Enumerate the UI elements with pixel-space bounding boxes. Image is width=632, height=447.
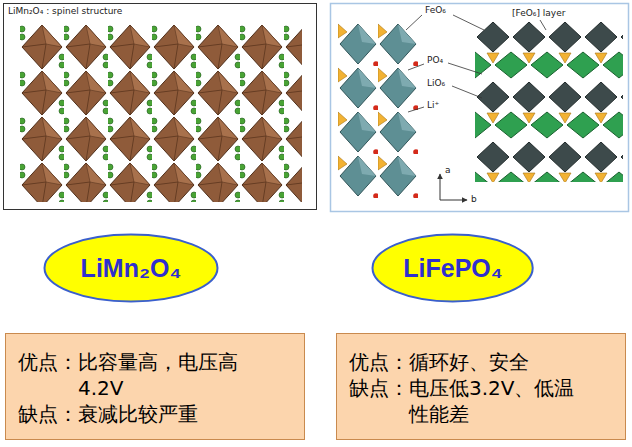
formula-text: LiFePO₄ xyxy=(403,254,502,283)
text-group: LiMn₂O₄ xyxy=(81,254,182,283)
olivine-layer-structure xyxy=(475,22,623,182)
image-frame xyxy=(331,4,629,212)
leader-line xyxy=(408,107,424,112)
formula-ellipse: LiMn₂O₄ xyxy=(43,233,219,303)
structure-label: Li⁺ xyxy=(427,101,439,111)
structure-label: PO₄ xyxy=(427,56,443,66)
ellipse-shape xyxy=(373,235,533,302)
image-caption: LiMn₂O₄ : spinel structure xyxy=(8,7,122,17)
leader-line xyxy=(448,63,482,74)
structure-label: LiO₆ xyxy=(427,79,445,89)
structure-label: FeO₆ xyxy=(425,6,446,16)
structure-label: [FeO₆] layer xyxy=(512,9,565,19)
text-group: LiFePO₄ xyxy=(403,254,502,283)
pros-cons-box: 优点：比容量高，电压高 4.2V缺点：衰减比较严重 xyxy=(5,333,305,440)
axis-arrow xyxy=(440,200,467,201)
pros-cons-box: 优点：循环好、安全缺点：电压低3.2V、低温 性能差 xyxy=(336,333,626,440)
leader-line xyxy=(453,15,484,30)
axis-label: a xyxy=(445,166,451,176)
ellipse-shape xyxy=(45,235,218,302)
pros-cons-text: 优点：比容量高，电压高 4.2V xyxy=(18,349,259,401)
pros-cons-text: 优点：循环好、安全 xyxy=(349,349,580,375)
image-frame xyxy=(4,4,317,210)
olivine-structure xyxy=(338,22,418,198)
leader-line xyxy=(452,86,482,98)
leader-line xyxy=(540,20,546,30)
leader-line xyxy=(406,15,422,30)
formula-text: LiMn₂O₄ xyxy=(81,254,182,283)
formula-ellipse: LiFePO₄ xyxy=(371,233,534,303)
axis-label: b xyxy=(471,195,477,205)
axis-arrow xyxy=(440,174,441,200)
leader-line xyxy=(408,64,424,70)
text-group: 优点：循环好、安全缺点：电压低3.2V、低温 性能差 xyxy=(337,337,625,437)
pros-cons-text: 缺点：电压低3.2V、低温 性能差 xyxy=(349,375,580,427)
spinel-structure xyxy=(20,24,302,202)
pros-cons-text: 缺点：衰减比较严重 xyxy=(18,401,259,427)
text-group: 优点：比容量高，电压高 4.2V缺点：衰减比较严重 xyxy=(6,337,304,437)
